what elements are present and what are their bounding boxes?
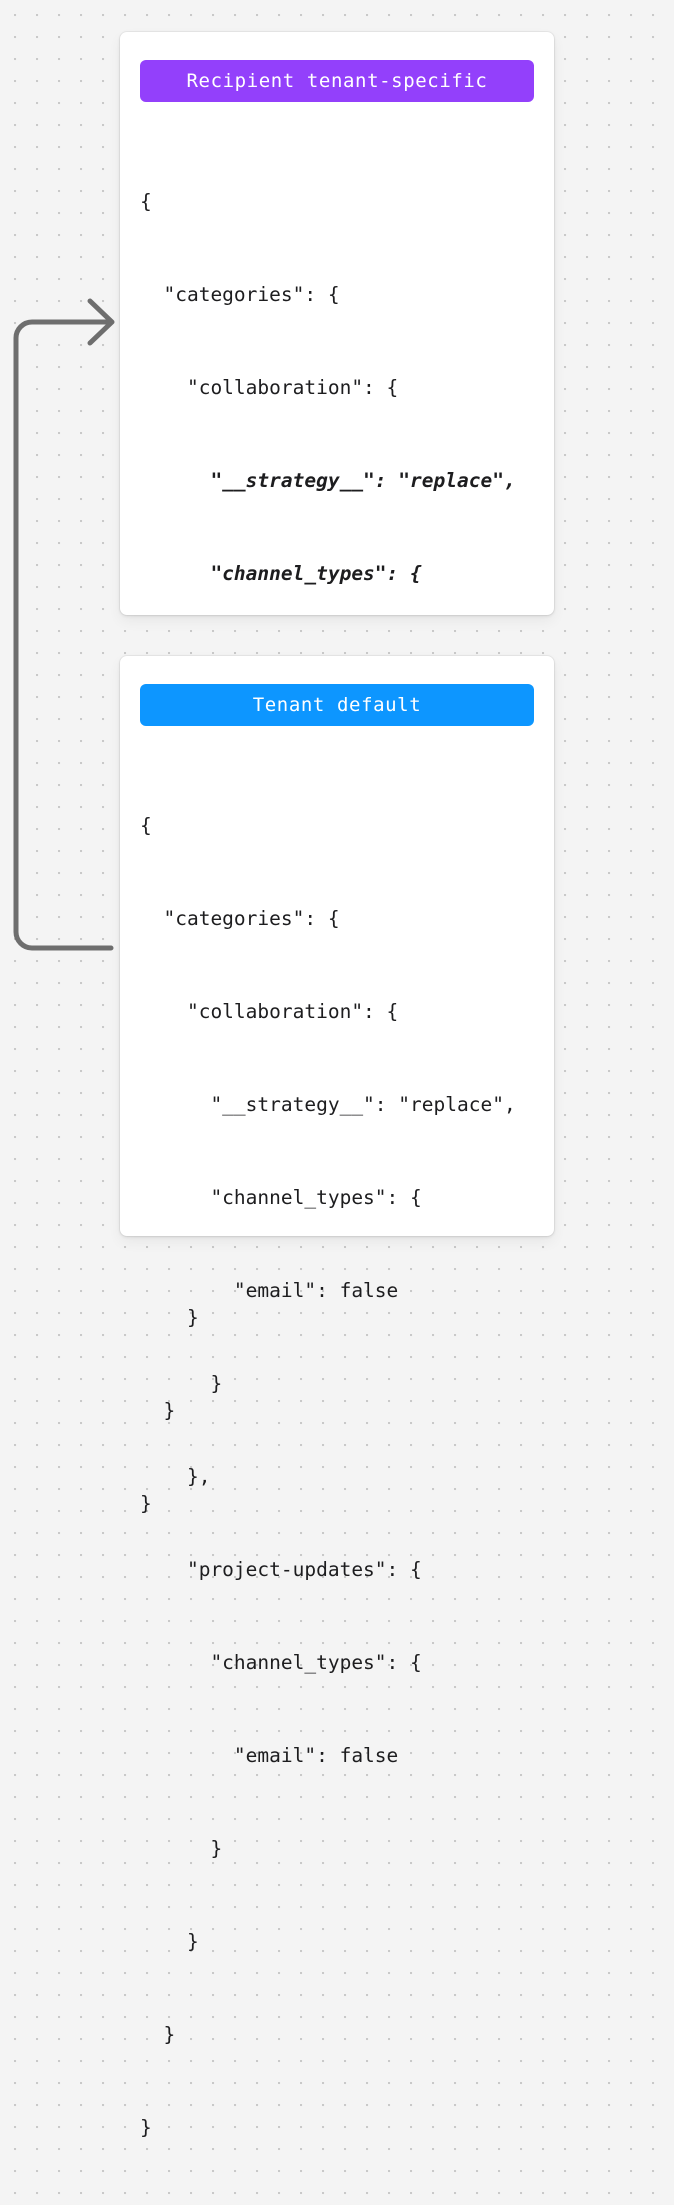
code-line: "project-updates": { xyxy=(140,1558,422,1581)
code-block-tenant-default: { "categories": { "collaboration": { "__… xyxy=(140,748,540,2205)
code-line: "email": false xyxy=(140,1279,399,1302)
code-line: } xyxy=(140,2116,152,2139)
arrow-head-icon xyxy=(87,298,115,346)
code-line: "__strategy__": "replace", xyxy=(140,1093,516,1116)
code-line: "categories": { xyxy=(140,283,340,306)
card-recipient-tenant-specific: Recipient tenant-specific { "categories"… xyxy=(120,32,554,1515)
card-tenant-default: Tenant default { "categories": { "collab… xyxy=(120,656,554,2139)
code-line: { xyxy=(140,814,152,837)
code-line: "collaboration": { xyxy=(140,1000,399,1023)
code-line: }, xyxy=(140,1465,211,1488)
code-line: } xyxy=(140,1930,199,1953)
code-line: "channel_types": { xyxy=(140,562,422,585)
code-line: "__strategy__": "replace", xyxy=(140,469,516,492)
code-line: "email": false xyxy=(140,1744,399,1767)
code-line: { xyxy=(140,190,152,213)
card-header-recipient: Recipient tenant-specific xyxy=(140,60,534,102)
code-line: } xyxy=(140,1837,223,1860)
code-line: "channel_types": { xyxy=(140,1651,422,1674)
code-line: "collaboration": { xyxy=(140,376,399,399)
code-line: "channel_types": { xyxy=(140,1186,422,1209)
arrow-path xyxy=(13,319,114,951)
code-line: } xyxy=(140,1372,223,1395)
code-line: } xyxy=(140,2023,176,2046)
card-header-tenant-default: Tenant default xyxy=(140,684,534,726)
code-line: "categories": { xyxy=(140,907,340,930)
